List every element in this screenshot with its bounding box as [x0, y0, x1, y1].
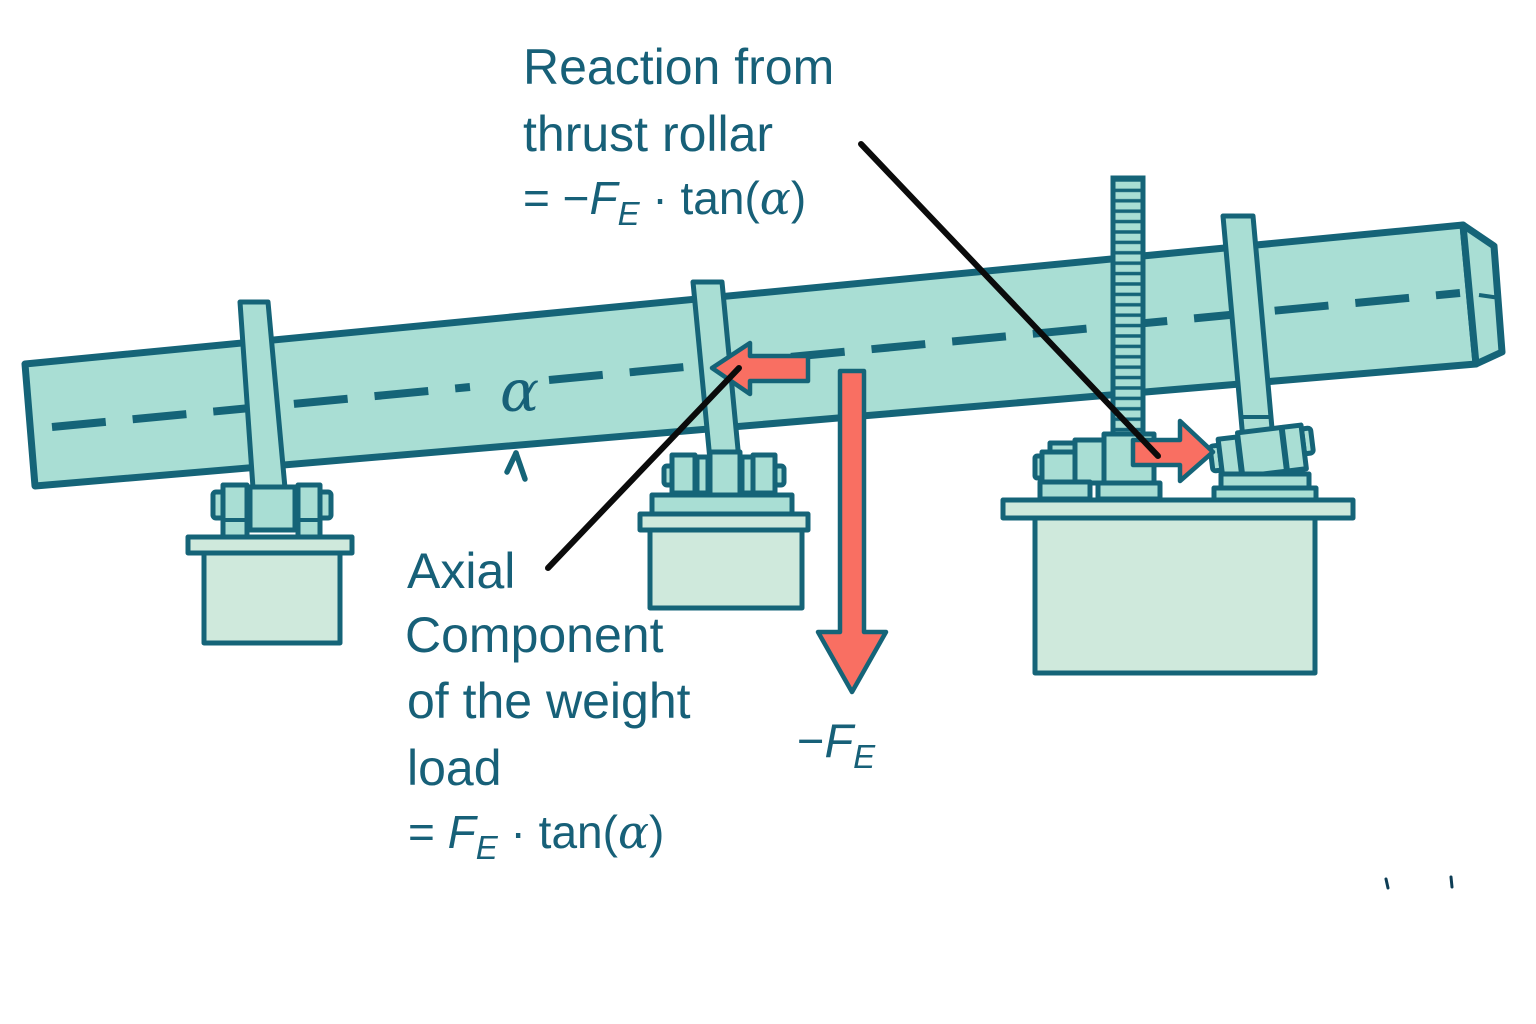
- support-roller-left: [185, 299, 355, 646]
- label-reaction-line2: thrust rollar: [523, 106, 773, 162]
- station-base-plate: [1000, 497, 1356, 521]
- middle-bearing-bolt-right-outer: [750, 452, 778, 496]
- leader-line-axial: [545, 365, 742, 571]
- station-pedestal: [1032, 515, 1318, 676]
- middle-bearing-bolt-left-inner: [694, 454, 711, 496]
- stray-mark: [1449, 875, 1454, 889]
- left-pedestal: [201, 550, 343, 646]
- label-axial-line3: of the weight: [407, 673, 691, 729]
- stray-mark: [1384, 877, 1390, 890]
- jack-foot: [1095, 480, 1163, 502]
- label-reaction: Reaction from thrust rollar = −FE · tan(…: [523, 39, 834, 232]
- middle-bearing-bolt-left-outer: [669, 452, 698, 496]
- screw-rack: [1110, 175, 1146, 437]
- label-axial-equation: = FE · tan(α): [408, 805, 664, 866]
- thrust-plinth-lower: [1211, 485, 1319, 503]
- left-bearing-bolt-right: [295, 482, 323, 541]
- axial-force-arrow-left: [709, 340, 811, 397]
- kiln-centerline-right-segment: [548, 289, 1461, 384]
- label-axial: Axial Component of the weight load = FE …: [405, 543, 691, 866]
- leader-line-reaction: [858, 141, 1161, 459]
- label-force-down: −FE: [797, 714, 876, 775]
- label-axial-line1: Axial: [407, 543, 515, 599]
- weight-force-arrow-down: [815, 368, 889, 695]
- left-bearing-bolt-left: [220, 482, 250, 541]
- thrust-bearing-block: [1234, 424, 1290, 480]
- label-axial-line2: Component: [405, 607, 664, 663]
- motor-foot: [1037, 479, 1093, 502]
- label-reaction-line1: Reaction from: [523, 39, 834, 95]
- kiln-centerline-endcap-dash: [1478, 293, 1501, 300]
- motor-gearbox: [1072, 437, 1108, 486]
- middle-bearing-block: [707, 449, 743, 501]
- label-alpha-angle: α: [500, 357, 539, 425]
- thrust-bearing: [1207, 422, 1316, 484]
- angle-tick-arrow: [504, 450, 528, 482]
- support-thrust-station: [1000, 175, 1356, 676]
- motor-body: [1039, 449, 1078, 485]
- label-reaction-equation: = −FE · tan(α): [523, 171, 806, 232]
- reaction-force-arrow-right: [1130, 418, 1216, 484]
- label-axial-line4: load: [407, 740, 502, 796]
- middle-pedestal: [647, 527, 805, 611]
- left-bearing-block: [247, 484, 298, 533]
